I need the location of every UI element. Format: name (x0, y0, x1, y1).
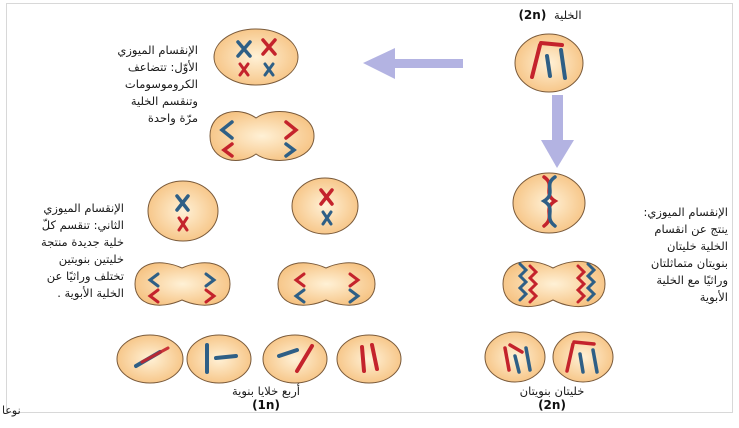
haploid-cell-4 (336, 334, 402, 384)
meiosis-one-note: الإنقسام الميوزي الأوّل: تتضاعف الكروموس… (117, 43, 198, 125)
parent-cell-label-text: الخلية (553, 8, 582, 22)
parent-cell (514, 33, 584, 93)
parent-cell-ploidy: (2n) (518, 8, 547, 22)
haploid-cells-ploidy: (1n) (252, 398, 280, 412)
meiosis-two-cell-left (147, 180, 219, 242)
diagram-frame (6, 3, 733, 413)
arrow-to-meiosis-one (363, 48, 463, 79)
meiosis-one-cell (213, 28, 299, 86)
diploid-daughter-cells-caption-text: خليتان بنويتان (519, 384, 585, 398)
corner-text-fragment: نوعا (2, 404, 21, 417)
parent-cell-label: الخلية (2n) (490, 8, 610, 22)
meiosis-one-dividing-cell (209, 111, 315, 161)
diploid-daughter-cells-ploidy: (2n) (538, 398, 566, 412)
mitosis-dividing-cell (502, 260, 606, 308)
haploid-cell-3 (262, 334, 328, 384)
haploid-cell-2 (186, 334, 252, 384)
haploid-cells-caption: أربع خلايا بنوية (1n) (210, 384, 322, 412)
diploid-daughter-cells-caption: خليتان بنويتان (2n) (496, 384, 608, 412)
diploid-daughter-cell-left (484, 331, 546, 383)
haploid-cell-1 (116, 334, 184, 384)
meiosis-two-dividing-cell-left (134, 262, 231, 306)
mitosis-note: الإنقسام الميوزي: ينتج عن انقسام الخلية … (643, 205, 729, 304)
haploid-cells-caption-text: أربع خلايا بنوية (231, 384, 301, 398)
arrow-to-mitosis (541, 95, 574, 168)
mitosis-metaphase-cell (512, 172, 586, 234)
meiosis-two-cell-right (291, 177, 359, 235)
diploid-daughter-cell-right (552, 331, 614, 383)
meiosis-two-note: الإنقسام الميوزي الثاني: تنقسم كلّ خلية … (41, 201, 124, 300)
meiosis-two-dividing-cell-right (277, 262, 376, 306)
